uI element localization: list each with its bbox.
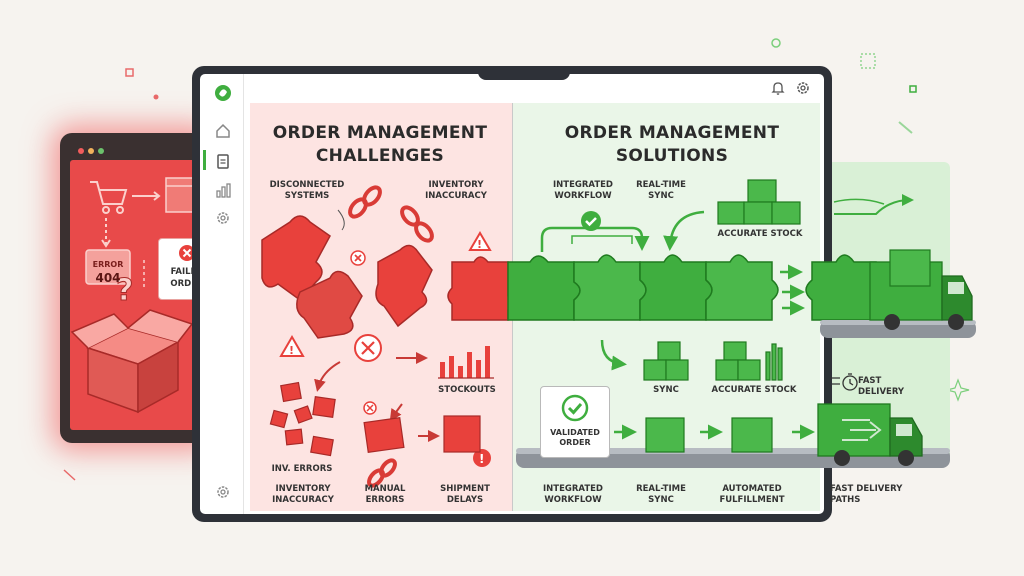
inventory-inaccuracy-top-line1: INVENTORY <box>428 180 484 190</box>
validated-order-line2: ORDER <box>559 438 591 447</box>
error-code: 404 <box>95 271 121 285</box>
home-icon[interactable] <box>214 122 232 140</box>
green-puzzle-chain <box>507 254 877 321</box>
manual-errors-line2: ERRORS <box>365 495 405 505</box>
cart-icon <box>90 181 128 214</box>
failed-order-line2: ORDER <box>170 279 204 289</box>
failed-order-line1: FAILED <box>170 267 204 277</box>
realtime-sync-bottom-line2: SYNC <box>648 495 674 505</box>
tablet-notch <box>478 66 570 80</box>
manual-errors-line1: MANUAL <box>364 484 406 494</box>
stockouts-label: STOCKOUTS <box>438 385 496 395</box>
automated-fulfillment-line1: AUTOMATED <box>722 484 782 494</box>
solutions-title-line2: SOLUTIONS <box>615 146 729 166</box>
solutions-title-line1: ORDER MANAGEMENT <box>564 123 780 143</box>
stopwatch-icon <box>842 373 858 391</box>
check-circle-top-icon <box>581 211 601 231</box>
shipment-delays-line1: SHIPMENT <box>440 484 490 494</box>
settings-bottom-icon[interactable] <box>214 483 232 501</box>
integrated-workflow-top-line2: WORKFLOW <box>554 191 612 201</box>
delivery-truck-top <box>869 249 973 330</box>
window-dot-red <box>78 148 84 154</box>
accurate-stock-mid-label: ACCURATE STOCK <box>711 385 797 395</box>
x-circle-icon <box>179 245 195 261</box>
integrated-workflow-top-line1: INTEGRATED <box>553 180 613 190</box>
clipboard-icon[interactable] <box>214 152 232 170</box>
broken-chain-icons <box>348 185 434 488</box>
accurate-stock-mid-boxes <box>715 341 783 381</box>
inventory-inaccuracy-bottom-line1: INVENTORY <box>275 484 331 494</box>
fast-delivery-paths-line1: FAST DELIVERY <box>830 484 903 494</box>
challenges-title-line2: CHALLENGES <box>315 146 445 166</box>
realtime-sync-top-line2: SYNC <box>648 191 674 201</box>
gear-icon[interactable] <box>795 80 811 96</box>
scattered-red-boxes <box>269 381 481 457</box>
disconnected-systems-line2: SYSTEMS <box>284 191 330 201</box>
bottom-flow-boxes <box>645 417 773 453</box>
sync-boxes <box>643 341 689 381</box>
automated-fulfillment-line2: FULFILLMENT <box>719 495 785 505</box>
integrated-workflow-bottom-line1: INTEGRATED <box>543 484 603 494</box>
bell-icon[interactable] <box>770 80 786 96</box>
shipment-delays-line2: DELAYS <box>446 495 484 505</box>
accurate-stock-boxes <box>717 179 801 225</box>
error-card <box>85 249 131 285</box>
stockouts-bar-icon <box>440 346 490 378</box>
disconnected-systems-line1: DISCONNECTED <box>269 180 345 190</box>
validated-order-line1: VALIDATED <box>550 428 600 437</box>
inventory-inaccuracy-bottom-line2: INACCURACY <box>272 495 334 505</box>
challenges-title-line1: ORDER MANAGEMENT <box>272 123 488 143</box>
check-circle-icon <box>561 394 589 422</box>
inventory-inaccuracy-top-line2: INACCURACY <box>425 191 487 201</box>
integrated-workflow-bottom-line2: WORKFLOW <box>544 495 602 505</box>
realtime-sync-top-line1: REAL-TIME <box>636 180 686 190</box>
svg-text:!: ! <box>479 452 484 466</box>
inv-errors-label: INV. ERRORS <box>271 464 333 474</box>
fast-delivery-line1: FAST <box>858 376 882 386</box>
svg-text:?: ? <box>116 273 133 308</box>
fast-delivery-paths-line2: PATHS <box>830 495 861 505</box>
svg-text:!: ! <box>289 344 294 357</box>
sync-label: SYNC <box>653 385 679 395</box>
warning-icons: ! ! <box>279 231 492 357</box>
open-box-icon: ? <box>70 273 194 414</box>
chart-icon[interactable] <box>214 181 232 199</box>
svg-text:!: ! <box>477 238 482 251</box>
sidebar <box>200 74 244 514</box>
settings-icon[interactable] <box>214 209 232 227</box>
accurate-stock-top-label: ACCURATE STOCK <box>717 229 803 239</box>
window-dot-green <box>98 148 104 154</box>
active-nav-indicator <box>203 150 206 170</box>
error-x-icons: ! <box>350 250 491 467</box>
fast-delivery-truck <box>817 403 923 466</box>
realtime-sync-bottom-line1: REAL-TIME <box>636 484 686 494</box>
logo-icon[interactable] <box>214 84 232 102</box>
window-dot-yellow <box>88 148 94 154</box>
fast-delivery-line2: DELIVERY <box>858 387 905 397</box>
error-label: ERROR <box>92 260 124 269</box>
red-puzzle-pieces <box>261 215 513 339</box>
